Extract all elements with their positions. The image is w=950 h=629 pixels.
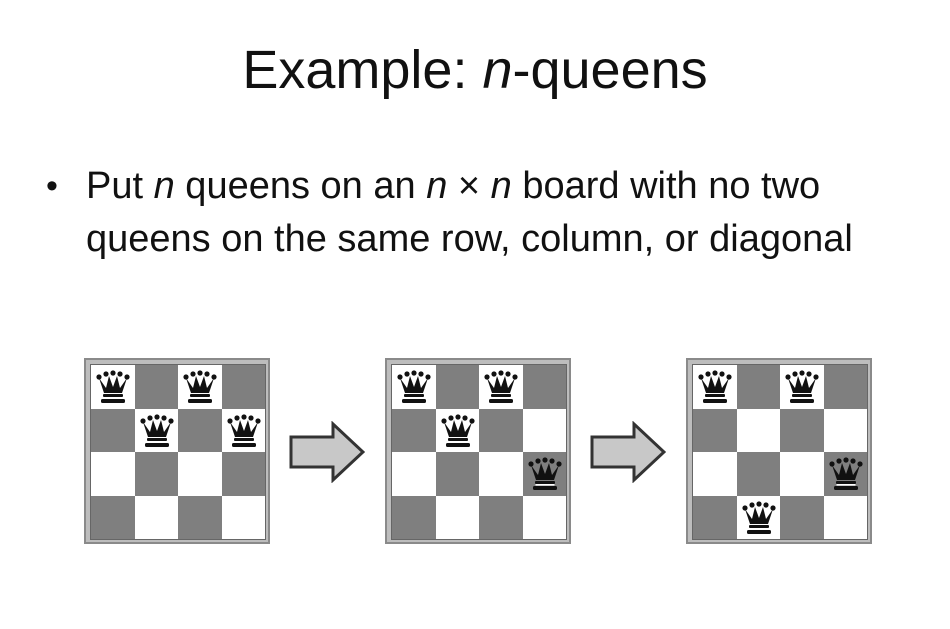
- board-square: [522, 408, 566, 452]
- chess-queen-icon: [828, 456, 864, 492]
- chessboard-grid: [692, 364, 868, 540]
- slide-title: Example: n-queens: [0, 38, 950, 102]
- chess-queen-icon: [741, 500, 777, 536]
- board-square: [479, 495, 523, 539]
- board-square: [522, 452, 566, 496]
- board-square: [435, 365, 479, 409]
- title-variable: n: [482, 40, 513, 100]
- title-suffix: -queens: [512, 40, 708, 100]
- chess-queen-icon: [396, 369, 432, 405]
- board-square: [736, 408, 780, 452]
- board-square: [823, 452, 867, 496]
- board-square: [693, 495, 737, 539]
- board-square: [823, 495, 867, 539]
- right-arrow-icon: [590, 421, 666, 483]
- board-square: [522, 495, 566, 539]
- right-arrow-icon: [289, 421, 365, 483]
- board-square: [221, 452, 265, 496]
- board-square: [823, 365, 867, 409]
- board-square: [91, 408, 135, 452]
- board-square: [392, 365, 436, 409]
- board-square: [522, 365, 566, 409]
- board-square: [780, 452, 824, 496]
- board-square: [221, 495, 265, 539]
- board-square: [178, 408, 222, 452]
- board-square: [780, 495, 824, 539]
- board-square: [221, 365, 265, 409]
- bullet-variable: n: [153, 165, 175, 207]
- board-square: [91, 365, 135, 409]
- board-square: [780, 408, 824, 452]
- board-square: [134, 408, 178, 452]
- board-square: [221, 408, 265, 452]
- chess-queen-icon: [483, 369, 519, 405]
- title-prefix: Example:: [242, 40, 483, 100]
- chessboard-grid: [90, 364, 266, 540]
- chess-queen-icon: [226, 413, 262, 449]
- board-square: [823, 408, 867, 452]
- board-square: [392, 408, 436, 452]
- bullet-dot-icon: •: [46, 167, 58, 205]
- bullet-text-part: queens on an: [174, 165, 427, 207]
- board-square: [178, 365, 222, 409]
- bullet-text-part: Put: [86, 165, 154, 207]
- chessboard-3: [686, 358, 872, 544]
- board-square: [178, 495, 222, 539]
- board-square: [178, 452, 222, 496]
- board-square: [479, 408, 523, 452]
- board-square: [392, 452, 436, 496]
- board-square: [134, 365, 178, 409]
- board-square: [435, 495, 479, 539]
- board-square: [479, 365, 523, 409]
- board-square: [134, 495, 178, 539]
- board-square: [780, 365, 824, 409]
- bullet-variable: n: [426, 165, 448, 207]
- board-square: [693, 365, 737, 409]
- bullet-variable: n: [490, 165, 512, 207]
- chessboard-grid: [391, 364, 567, 540]
- bullet-point: • Put n queens on an n × n board with no…: [46, 160, 906, 266]
- board-square: [392, 495, 436, 539]
- chess-queen-icon: [182, 369, 218, 405]
- chess-queen-icon: [139, 413, 175, 449]
- chess-queen-icon: [95, 369, 131, 405]
- chessboard-2: [385, 358, 571, 544]
- board-square: [479, 452, 523, 496]
- chess-queen-icon: [527, 456, 563, 492]
- board-square: [435, 408, 479, 452]
- chess-queen-icon: [784, 369, 820, 405]
- board-square: [134, 452, 178, 496]
- bullet-text: Put n queens on an n × n board with no t…: [86, 160, 906, 266]
- board-square: [736, 452, 780, 496]
- board-square: [736, 495, 780, 539]
- chess-queen-icon: [697, 369, 733, 405]
- chessboard-1: [84, 358, 270, 544]
- board-square: [91, 495, 135, 539]
- board-square: [435, 452, 479, 496]
- board-square: [693, 408, 737, 452]
- board-square: [693, 452, 737, 496]
- chess-queen-icon: [440, 413, 476, 449]
- bullet-text-part: board with no two queens on the same row…: [86, 165, 853, 260]
- bullet-text-part: ×: [447, 165, 491, 207]
- board-square: [736, 365, 780, 409]
- board-square: [91, 452, 135, 496]
